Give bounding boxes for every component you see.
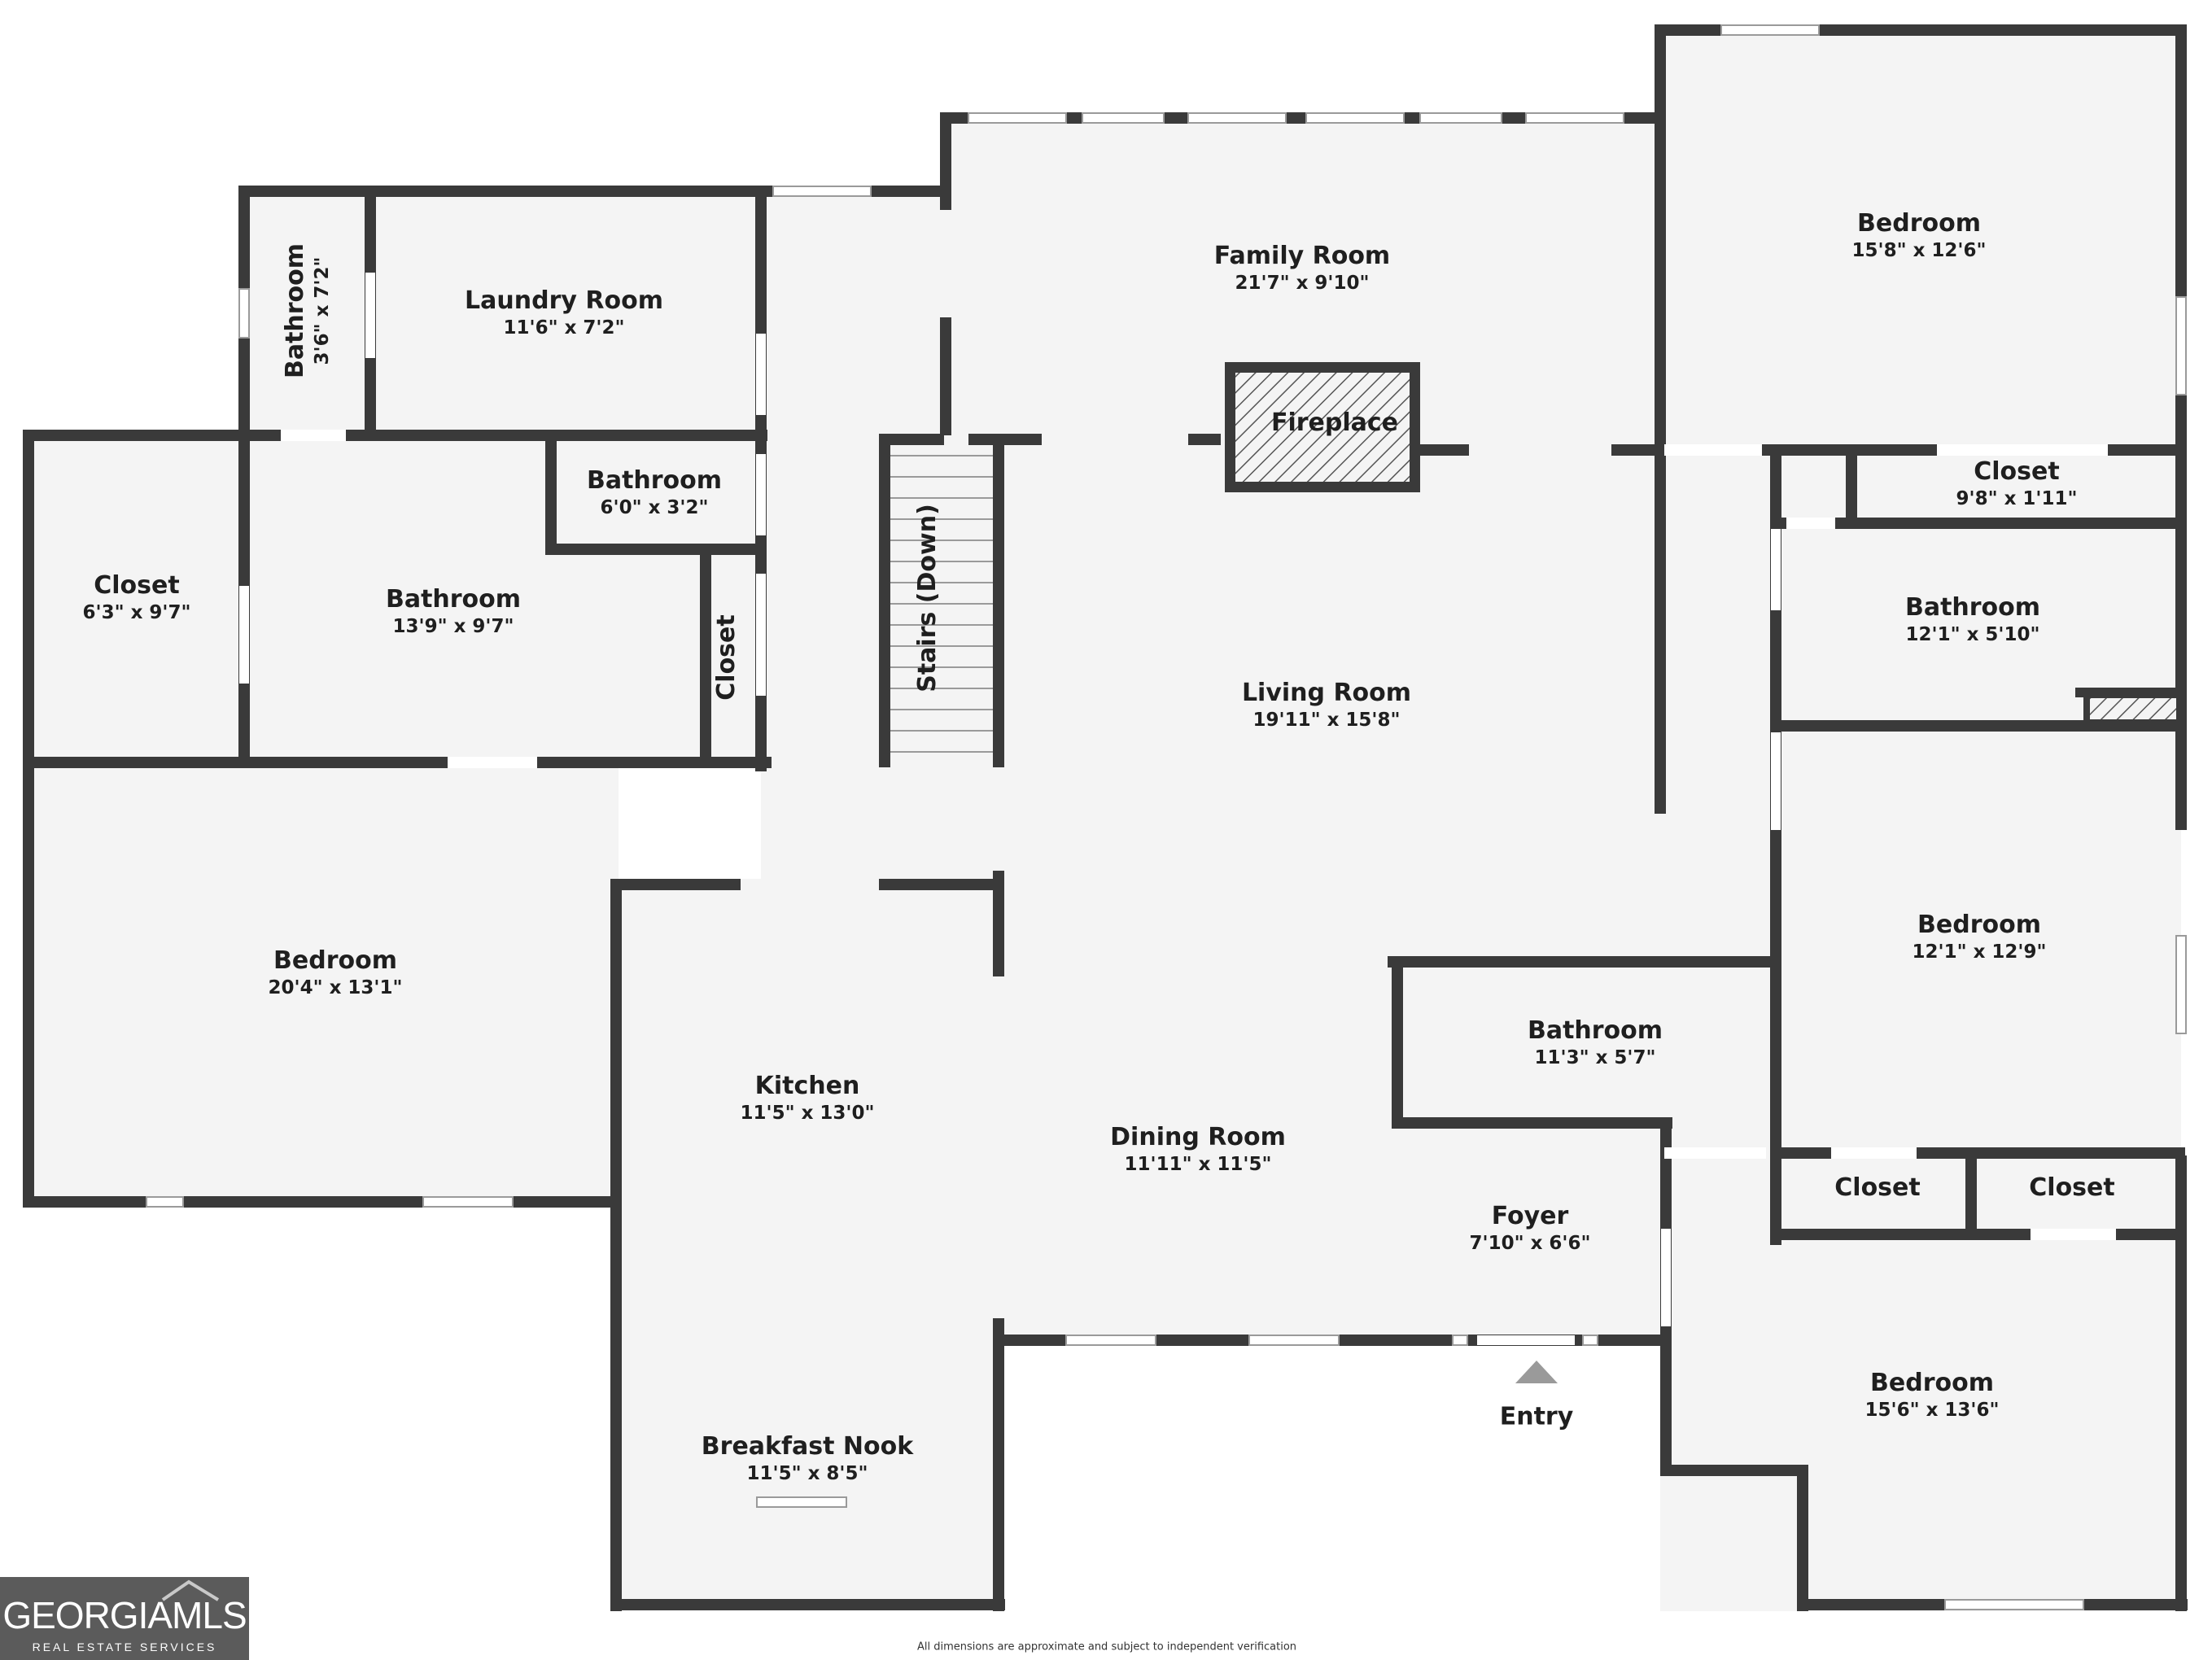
room-closet-narrow: Closet — [712, 614, 741, 700]
room-dimensions: 9'8" x 1'11" — [1956, 488, 2078, 509]
room-name: Closet — [1974, 457, 2060, 486]
room-foyer: Foyer 7'10" x 6'6" — [1470, 1202, 1591, 1256]
room-laundry-room: Laundry Room 11'6" x 7'2" — [465, 286, 663, 340]
room-name: Family Room — [1213, 242, 1391, 270]
room-dimensions: 11'5" x 8'5" — [746, 1463, 868, 1484]
room-dimensions: 15'6" x 13'6" — [1864, 1400, 2000, 1421]
room-name: Closet — [2029, 1173, 2115, 1202]
room-dimensions: 11'5" x 13'0" — [740, 1103, 875, 1124]
room-name: Dining Room — [1110, 1123, 1286, 1151]
room-closet-strip: Closet 9'8" x 1'11" — [1956, 457, 2078, 511]
room-family-room: Family Room 21'7" x 9'10" — [1214, 242, 1390, 295]
fireplace-label: Fireplace — [1271, 408, 1398, 438]
room-dimensions: 12'1" x 12'9" — [1912, 941, 2047, 963]
room-dimensions: 11'3" x 5'7" — [1534, 1047, 1656, 1068]
door-openings — [239, 273, 2116, 1345]
roof-icon — [161, 1579, 220, 1601]
room-name: Bedroom — [1917, 911, 2041, 939]
room-name: Bedroom — [273, 946, 397, 975]
room-bedroom-se: Bedroom 15'6" x 13'6" — [1865, 1369, 2000, 1422]
room-dimensions: 12'1" x 5'10" — [1905, 624, 2040, 645]
room-bathroom-east: Bathroom 12'1" x 5'10" — [1905, 593, 2040, 647]
room-bedroom-ne: Bedroom 15'8" x 12'6" — [1852, 209, 1987, 263]
room-bedroom-east: Bedroom 12'1" x 12'9" — [1913, 911, 2047, 964]
room-name: Breakfast Nook — [701, 1432, 914, 1461]
room-name: Bathroom — [586, 466, 723, 495]
room-living-room: Living Room 19'11" x 15'8" — [1242, 679, 1411, 732]
room-dimensions: 6'0" x 3'2" — [600, 497, 709, 518]
entry-arrow-icon — [1515, 1361, 1558, 1383]
room-bathroom-west: Bathroom 13'9" x 9'7" — [386, 585, 521, 639]
floor-fills — [28, 31, 2181, 1611]
room-dimensions: 15'8" x 12'6" — [1851, 240, 1987, 261]
stairs-down-label: Stairs (Down) — [913, 504, 942, 692]
room-dimensions: 11'11" x 11'5" — [1124, 1154, 1272, 1175]
room-name: Bathroom — [385, 585, 522, 614]
logo-brand: GEORGIAMLS — [2, 1594, 247, 1636]
disclaimer: All dimensions are approximate and subje… — [916, 1640, 1297, 1653]
room-name: Living Room — [1241, 679, 1412, 707]
room-dimensions: 20'4" x 13'1" — [268, 977, 403, 998]
room-bathroom-small: Bathroom 3'6" x 7'2" — [281, 243, 334, 378]
room-name: Foyer — [1491, 1202, 1569, 1230]
room-kitchen: Kitchen 11'5" x 13'0" — [741, 1072, 875, 1125]
room-name: Bedroom — [1870, 1369, 1994, 1397]
room-dimensions: 11'6" x 7'2" — [503, 317, 625, 339]
stair-treads — [890, 455, 993, 753]
room-name: Fireplace — [1270, 408, 1399, 437]
room-dimensions: 13'9" x 9'7" — [392, 616, 514, 637]
room-bathroom-hall: Bathroom 6'0" x 3'2" — [587, 466, 722, 520]
room-name: Stairs (Down) — [913, 504, 942, 692]
georgiamls-logo: GEORGIAMLS REAL ESTATE SERVICES — [0, 1577, 249, 1660]
room-breakfast-nook: Breakfast Nook 11'5" x 8'5" — [702, 1432, 913, 1486]
room-name: Bathroom — [1904, 593, 2041, 622]
room-name: Bedroom — [1857, 209, 1981, 238]
room-dimensions: 6'3" x 9'7" — [82, 602, 191, 623]
room-closet-se-a: Closet — [1834, 1173, 1920, 1203]
room-name: Kitchen — [754, 1072, 860, 1100]
room-bedroom-west: Bedroom 20'4" x 13'1" — [269, 946, 403, 1000]
room-dining-room: Dining Room 11'11" x 11'5" — [1110, 1123, 1286, 1177]
room-bathroom-foyer: Bathroom 11'3" x 5'7" — [1528, 1016, 1663, 1070]
room-dimensions: 21'7" x 9'10" — [1235, 273, 1370, 294]
entry-label: Entry — [1499, 1402, 1574, 1431]
logo-tagline: REAL ESTATE SERVICES — [32, 1640, 217, 1653]
room-closet-west: Closet 6'3" x 9'7" — [83, 571, 191, 625]
room-name: Laundry Room — [465, 286, 663, 315]
room-dimensions: 3'6" x 7'2" — [312, 256, 333, 365]
room-closet-se-b: Closet — [2029, 1173, 2114, 1203]
room-name: Closet — [1834, 1173, 1921, 1202]
room-name: Bathroom — [281, 242, 309, 379]
room-name: Closet — [94, 571, 180, 600]
room-dimensions: 7'10" x 6'6" — [1469, 1233, 1591, 1254]
windows — [146, 24, 2187, 1610]
fireplace — [1225, 362, 1420, 492]
room-name: Bathroom — [1527, 1016, 1663, 1045]
vent — [2083, 692, 2181, 724]
room-name: Closet — [712, 614, 741, 701]
room-dimensions: 19'11" x 15'8" — [1252, 710, 1401, 731]
